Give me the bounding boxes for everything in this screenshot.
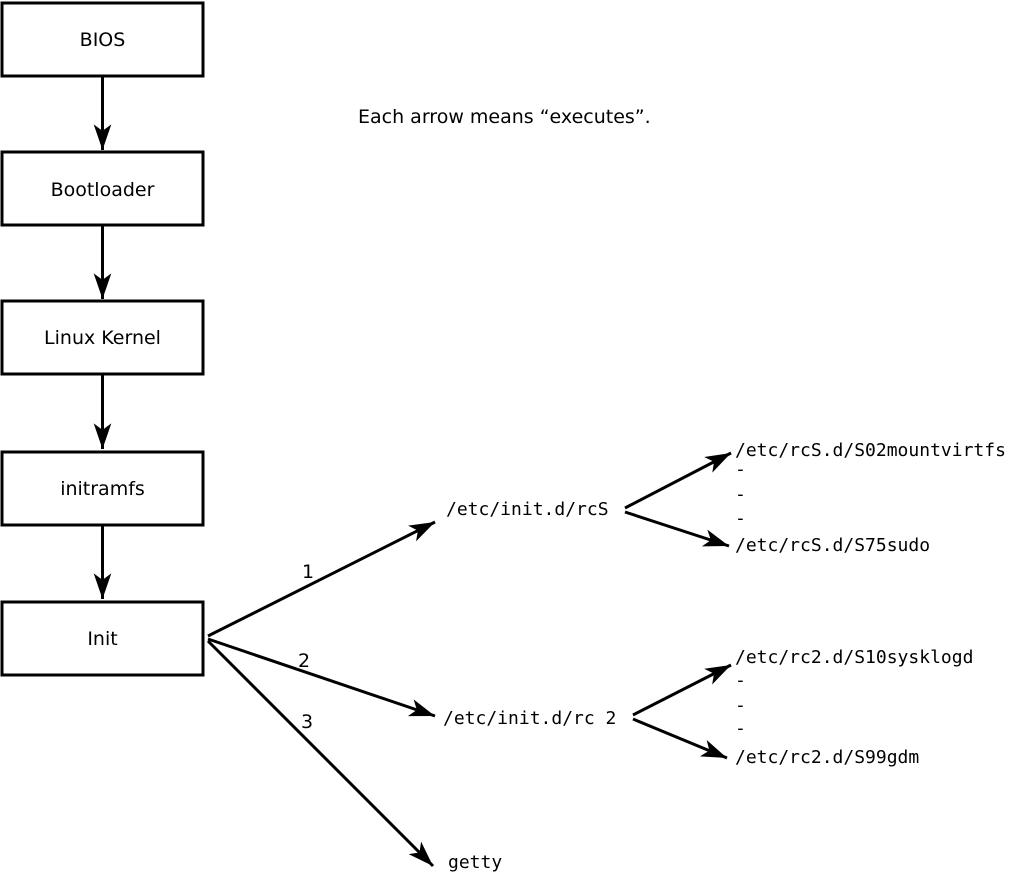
note-arrow-meaning: Each arrow means “executes”.: [358, 106, 651, 128]
box-init-label: Init: [87, 628, 117, 650]
arrow-number-3: 3: [301, 711, 313, 733]
arrow-number-1: 1: [302, 561, 314, 583]
arrow-init-to-getty-icon: [206, 639, 435, 868]
target-rcs-label: /etc/init.d/rcS: [446, 499, 609, 520]
arrow-rcs-to-s75-icon: [624, 510, 730, 548]
box-linux-kernel-label: Linux Kernel: [44, 327, 161, 349]
box-bootloader-label: Bootloader: [51, 179, 155, 201]
rc2-child-dash-1: -: [735, 670, 746, 691]
rc2-child-s10sysklogd: /etc/rc2.d/S10sysklogd: [735, 647, 973, 668]
box-bios: [0, 1, 205, 78]
arrow-init-to-rcs-icon: [207, 520, 436, 638]
arrow-rcs-to-s02-icon: [624, 451, 732, 510]
box-linux-kernel: [0, 299, 205, 376]
rcs-child-s02mountvirtfs: /etc/rcS.d/S02mountvirtfs: [735, 440, 1006, 461]
rc2-child-dash-2: -: [735, 695, 746, 716]
target-rc2-label: /etc/init.d/rc 2: [443, 708, 616, 729]
target-getty-label: getty: [448, 852, 502, 873]
box-initramfs: [0, 450, 205, 527]
rcs-child-dash-3: -: [735, 508, 746, 529]
arrow-rc2-to-s10-icon: [632, 663, 732, 717]
box-bootloader: [0, 150, 205, 227]
rcs-child-s75sudo: /etc/rcS.d/S75sudo: [735, 535, 930, 556]
box-initramfs-label: initramfs: [60, 478, 145, 500]
box-bios-label: BIOS: [80, 29, 126, 51]
rc2-child-s99gdm: /etc/rc2.d/S99gdm: [735, 747, 919, 768]
rc2-child-dash-3: -: [735, 718, 746, 739]
rcs-child-dash-1: -: [735, 459, 746, 480]
box-init: [0, 600, 205, 677]
arrow-init-to-rc2-icon: [207, 637, 436, 718]
arrow-rc2-to-s99-icon: [632, 717, 728, 760]
arrow-number-2: 2: [298, 650, 310, 672]
rcs-child-dash-2: -: [735, 484, 746, 505]
